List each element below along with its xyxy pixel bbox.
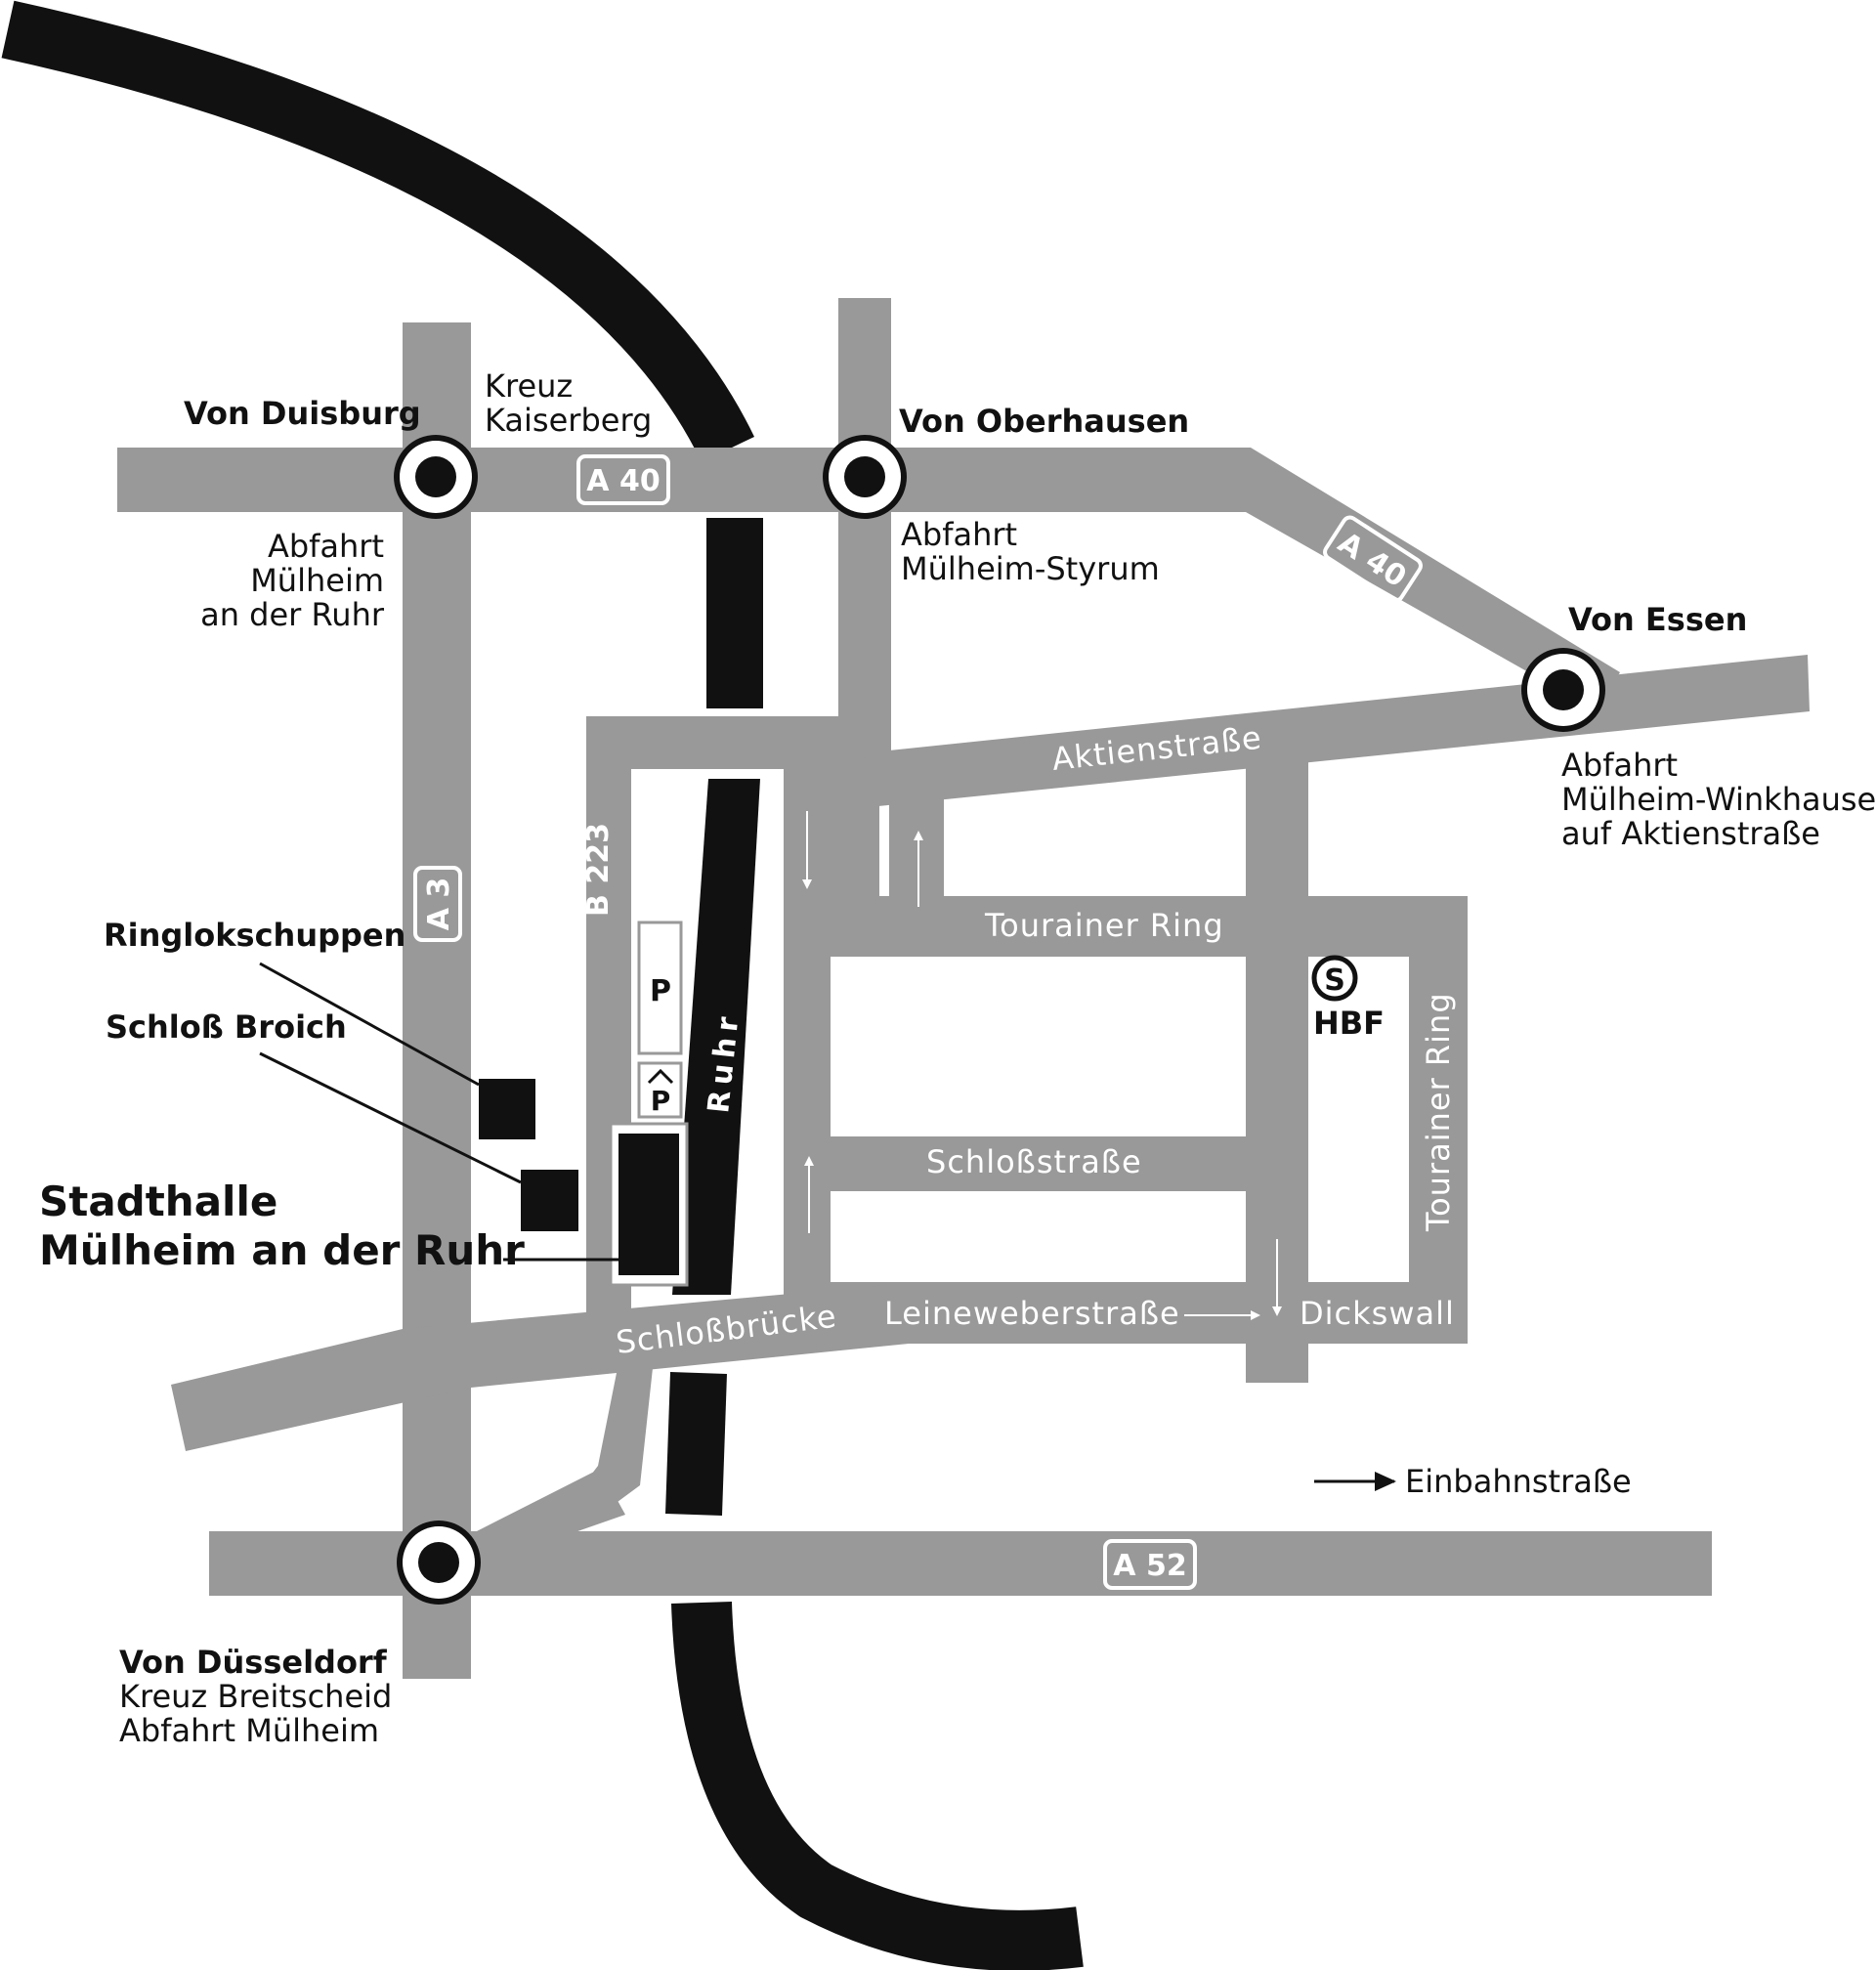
interchange-winkhausen	[1521, 648, 1605, 732]
origin-duisburg-title: Von Duisburg	[184, 395, 421, 432]
road-oberhausen	[838, 298, 891, 787]
sbahn-icon: S	[1311, 955, 1358, 1002]
road-tourainer-ring-h	[831, 896, 1466, 957]
road-leineweberstrasse	[831, 1282, 1468, 1344]
river-upper	[1, 0, 755, 463]
shield-b223: B 223	[581, 823, 616, 917]
river-label-upper: Ruhr	[418, 63, 525, 141]
interchange-breitscheid	[397, 1520, 481, 1605]
shield-a3: A 3	[413, 866, 462, 942]
legend: Einbahnstraße	[1314, 1463, 1632, 1500]
origin-essen-title: Von Essen	[1568, 601, 1747, 638]
interchange-styrum	[823, 435, 907, 519]
svg-text:S: S	[1324, 964, 1345, 998]
shield-a52: A 52	[1103, 1539, 1197, 1590]
ringlokschuppen-label: Ringlokschuppen	[104, 917, 405, 954]
road-inner-b	[889, 792, 944, 899]
road-a3	[403, 322, 471, 1679]
schloss-broich-label: Schloß Broich	[106, 1008, 347, 1046]
road-b223-right	[784, 716, 831, 1322]
road-schlossbruecke	[171, 1283, 909, 1451]
shield-a40-west: A 40	[576, 454, 670, 505]
venue-building	[618, 1134, 679, 1275]
street-dickswall: Dickswall	[1300, 1295, 1455, 1332]
hbf-label: HBF	[1313, 1005, 1385, 1042]
origin-oberhausen-exit-2: Mülheim-Styrum	[901, 550, 1160, 587]
street-tourainer-ring-h: Tourainer Ring	[984, 907, 1224, 944]
interchange-kaiserberg	[394, 435, 478, 519]
svg-text:A 52: A 52	[1113, 1549, 1186, 1583]
venue-label-2: Mülheim an der Ruhr	[39, 1226, 525, 1274]
svg-text:P: P	[651, 1085, 671, 1117]
origin-duesseldorf-exit-1: Kreuz Breitscheid	[119, 1678, 392, 1715]
origin-kaiserberg-2: Kaiserberg	[485, 402, 652, 439]
interchange-icon	[1543, 669, 1584, 710]
venue-label-1: Stadthalle	[39, 1178, 277, 1225]
road-a40-diagonal	[1246, 448, 1620, 711]
road-schlossstrasse	[831, 1136, 1251, 1191]
origin-kaiserberg-1: Kreuz	[485, 367, 573, 405]
leader-ringlokschuppen	[259, 962, 480, 1087]
street-schlossstrasse: Schloßstraße	[926, 1143, 1142, 1180]
road-network	[117, 298, 1810, 1679]
ringlokschuppen-building	[479, 1079, 535, 1139]
origin-duisburg-exit-2: Mülheim	[250, 562, 384, 599]
svg-text:A 3: A 3	[422, 878, 456, 931]
street-leineweberstrasse: Leineweberstraße	[884, 1295, 1180, 1332]
origin-duesseldorf-exit-2: Abfahrt Mülheim	[119, 1712, 379, 1749]
origin-essen-exit-2: Mülheim-Winkhausen	[1561, 781, 1876, 818]
parking-icon: P	[637, 921, 683, 1055]
svg-text:P: P	[650, 974, 671, 1008]
road-ramp	[547, 1368, 653, 1532]
origin-oberhausen-exit-1: Abfahrt	[901, 516, 1017, 553]
river-center	[672, 779, 760, 1295]
svg-text:A 40: A 40	[586, 464, 660, 498]
origin-duesseldorf-title: Von Düsseldorf	[119, 1644, 388, 1681]
schloss-broich-building	[521, 1170, 578, 1231]
origin-oberhausen-title: Von Oberhausen	[899, 403, 1189, 440]
interchange-icon	[844, 456, 885, 497]
interchange-icon	[415, 456, 456, 497]
interchange-icon	[418, 1542, 459, 1583]
road-tourainer-ring-v	[1409, 896, 1468, 1344]
parking-garage-icon: P	[637, 1061, 683, 1119]
road-inner-a	[831, 801, 879, 899]
origin-duisburg-exit-1: Abfahrt	[268, 528, 384, 565]
leader-schloss-broich	[259, 1051, 522, 1184]
origin-essen-exit-1: Abfahrt	[1561, 747, 1678, 784]
origin-duisburg-exit-3: an der Ruhr	[200, 596, 385, 633]
legend-oneway-label: Einbahnstraße	[1405, 1463, 1632, 1500]
river-lower-b	[671, 1602, 1084, 1970]
street-tourainer-ring-v: Tourainer Ring	[1420, 992, 1457, 1232]
river-lower-a	[665, 1372, 727, 1516]
origin-essen-exit-3: auf Aktienstraße	[1561, 815, 1820, 852]
road-a40	[117, 448, 1251, 512]
river-ruhr	[1, 0, 1084, 1970]
